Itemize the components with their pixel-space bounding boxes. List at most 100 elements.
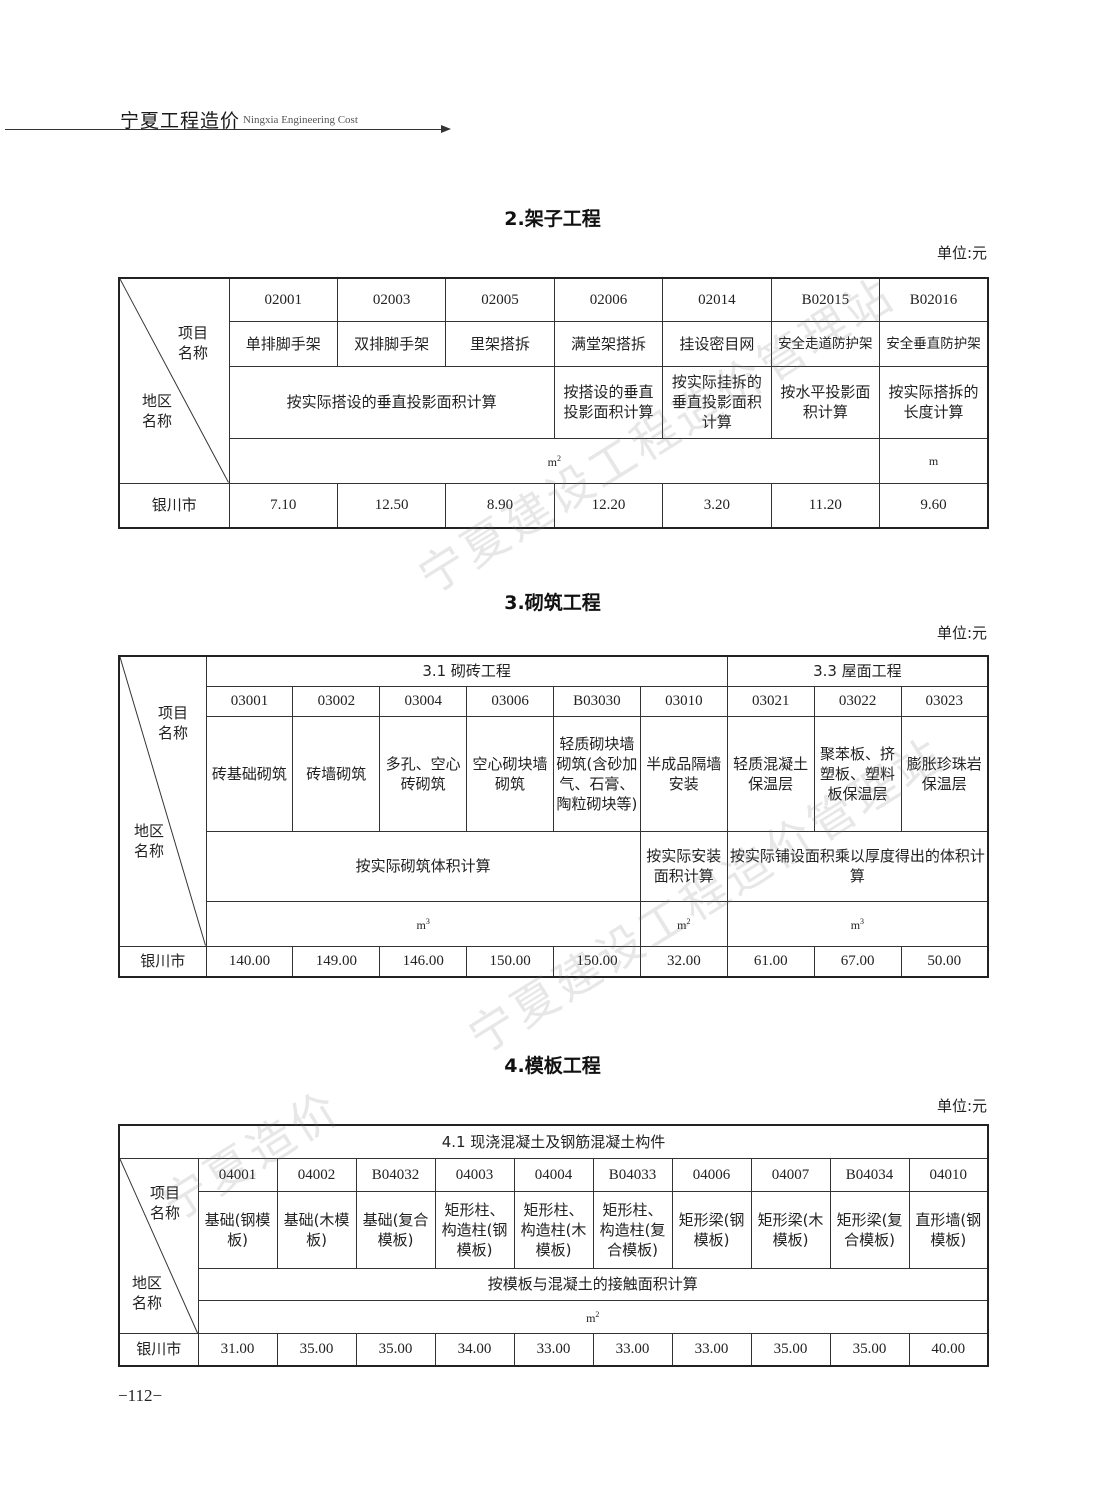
value-cell: 67.00 (813, 945, 902, 978)
value-cell: 7.10 (228, 482, 338, 529)
code-cell: 02001 (228, 277, 338, 322)
item-name-label: 项目名称 (150, 1183, 181, 1222)
diagonal-line (120, 1159, 197, 1332)
section-4-unit: 单位:元 (936, 1097, 987, 1115)
code-cell: 03023 (900, 685, 989, 717)
code-cell: 02014 (662, 277, 772, 322)
rule-cell: 按模板与混凝土的接触面积计算 (197, 1267, 989, 1301)
name-cell: 聚苯板、挤塑板、塑料板保温层 (813, 715, 902, 832)
section-2-unit: 单位:元 (936, 244, 987, 262)
value-cell: 12.20 (553, 482, 664, 529)
name-cell: 多孔、空心砖砌筑 (379, 715, 468, 832)
value-cell: 150.00 (553, 945, 641, 978)
name-cell: 矩形梁(钢模板) (671, 1190, 752, 1269)
value-cell: 8.90 (445, 482, 555, 529)
value-cell: 33.00 (592, 1332, 673, 1367)
code-cell: 03002 (292, 685, 381, 717)
unit-cell: m (879, 437, 989, 484)
region-name-label: 地区名称 (134, 822, 165, 860)
item-name-label: 项目名称 (158, 704, 189, 742)
code-cell: 03004 (379, 685, 468, 717)
rule-cell: 按实际挂拆的垂直投影面积计算 (662, 365, 772, 439)
value-cell: 32.00 (639, 945, 728, 978)
region-header-cell: 项目名称 地区名称 (118, 1157, 199, 1334)
name-cell: 砖墙砌筑 (292, 715, 381, 832)
unit-cell: m2 (228, 437, 881, 484)
name-cell: 基础(复合模板) (355, 1190, 436, 1269)
name-cell: 矩形柱、构造柱(木模板) (513, 1190, 594, 1269)
region-name-label: 地区名称 (132, 1273, 163, 1312)
name-cell: 单排脚手架 (228, 320, 338, 367)
region-cell: 银川市 (118, 482, 230, 529)
code-cell: 03006 (466, 685, 554, 717)
group-cell: 3.1 砌砖工程 (205, 655, 728, 687)
rule-cell: 按水平投影面积计算 (770, 365, 881, 439)
name-cell: 轻质混凝土保温层 (726, 715, 815, 832)
section-2-title: 2.架子工程 (504, 208, 601, 230)
code-cell: B02015 (770, 277, 881, 322)
page-number: −112− (118, 1386, 163, 1405)
name-cell: 轻质砌块墙砌筑(含砂加气、石膏、陶粒砌块等) (553, 715, 641, 832)
name-cell: 双排脚手架 (336, 320, 447, 367)
value-cell: 35.00 (276, 1332, 357, 1367)
region-cell: 银川市 (118, 945, 207, 978)
section-3-table: 项目名称 地区名称 3.1 砌砖工程 3.3 屋面工程 03001 03002 … (118, 655, 989, 978)
group-cell: 4.1 现浇混凝土及钢筋混凝土构件 (118, 1124, 989, 1159)
value-cell: 12.50 (336, 482, 447, 529)
code-cell: 04004 (513, 1157, 594, 1192)
name-cell: 空心砌块墙砌筑 (466, 715, 554, 832)
page-header: 宁夏工程造价 Ningxia Engineering Cost (0, 100, 460, 140)
region-name-label: 地区名称 (142, 392, 173, 430)
unit-cell: m3 (205, 900, 641, 947)
name-cell: 矩形柱、构造柱(复合模板) (592, 1190, 673, 1269)
value-cell: 11.20 (770, 482, 881, 529)
rule-cell: 按实际搭拆的长度计算 (879, 365, 989, 439)
code-cell: 04010 (908, 1157, 989, 1192)
code-cell: 03010 (639, 685, 728, 717)
code-cell: 04007 (750, 1157, 831, 1192)
name-cell: 矩形梁(木模板) (750, 1190, 831, 1269)
rule-cell: 按实际砌筑体积计算 (205, 830, 641, 902)
section-4-table: 4.1 现浇混凝土及钢筋混凝土构件 项目名称 地区名称 04001 04002 … (118, 1124, 989, 1367)
name-cell: 直形墙(钢模板) (908, 1190, 989, 1269)
value-cell: 35.00 (829, 1332, 910, 1367)
name-cell: 基础(木模板) (276, 1190, 357, 1269)
rule-cell: 按搭设的垂直投影面积计算 (553, 365, 664, 439)
code-cell: 02006 (553, 277, 664, 322)
name-cell: 挂设密目网 (662, 320, 772, 367)
diagonal-line (120, 657, 205, 945)
value-cell: 34.00 (434, 1332, 515, 1367)
code-cell: B04032 (355, 1157, 436, 1192)
rule-cell: 按实际安装面积计算 (639, 830, 728, 902)
name-cell: 矩形柱、构造柱(钢模板) (434, 1190, 515, 1269)
rule-cell: 按实际搭设的垂直投影面积计算 (228, 365, 555, 439)
unit-cell: m2 (197, 1299, 989, 1334)
code-cell: 02003 (336, 277, 447, 322)
code-cell: B03030 (553, 685, 641, 717)
journal-title: 宁夏工程造价 (120, 110, 241, 132)
code-cell: 04003 (434, 1157, 515, 1192)
item-name-label: 项目名称 (178, 324, 209, 362)
code-cell: 03021 (726, 685, 815, 717)
code-cell: 03001 (205, 685, 294, 717)
code-cell: 04002 (276, 1157, 357, 1192)
header-rule (5, 129, 445, 130)
value-cell: 33.00 (671, 1332, 752, 1367)
code-cell: 04001 (197, 1157, 278, 1192)
name-cell: 安全垂直防护架 (879, 320, 989, 367)
region-cell: 银川市 (118, 1332, 199, 1367)
header-arrow-icon (441, 125, 451, 133)
name-cell: 矩形梁(复合模板) (829, 1190, 910, 1269)
value-cell: 150.00 (466, 945, 554, 978)
value-cell: 146.00 (379, 945, 468, 978)
name-cell: 安全走道防护架 (770, 320, 881, 367)
unit-cell: m3 (726, 900, 989, 947)
name-cell: 里架搭拆 (445, 320, 555, 367)
code-cell: 04006 (671, 1157, 752, 1192)
code-cell: B04033 (592, 1157, 673, 1192)
name-cell: 膨胀珍珠岩保温层 (900, 715, 989, 832)
value-cell: 35.00 (355, 1332, 436, 1367)
value-cell: 149.00 (292, 945, 381, 978)
code-cell: B02016 (879, 277, 989, 322)
name-cell: 半成品隔墙安装 (639, 715, 728, 832)
